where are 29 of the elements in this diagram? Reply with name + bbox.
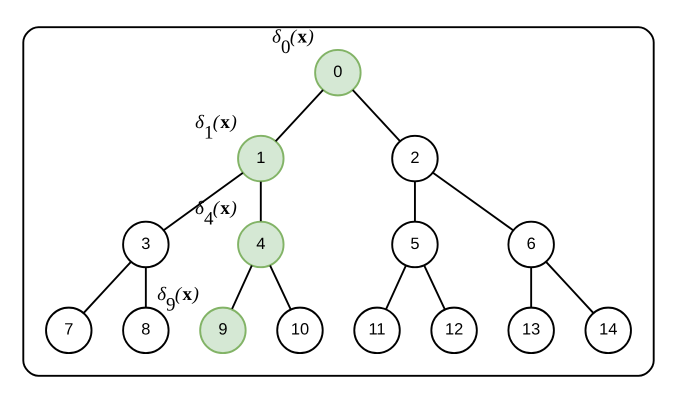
node-circle: 3 xyxy=(122,220,170,268)
node-circle: 4 xyxy=(237,220,284,268)
connector xyxy=(423,265,446,310)
connector xyxy=(274,89,324,142)
node-circle: 10 xyxy=(276,306,324,354)
connector xyxy=(432,172,514,232)
node-circle: 2 xyxy=(391,134,439,182)
node-circle: 5 xyxy=(391,220,439,268)
node-circle: 14 xyxy=(584,306,632,354)
cluster xyxy=(22,26,655,377)
connector xyxy=(260,182,262,222)
node-circle: 12 xyxy=(430,306,478,354)
connector xyxy=(144,268,147,308)
connector xyxy=(414,182,416,222)
connector xyxy=(385,265,407,310)
connector xyxy=(545,261,594,314)
node-circle: 1 xyxy=(237,134,284,182)
connector xyxy=(82,261,132,314)
connector xyxy=(231,265,253,310)
connector xyxy=(530,268,532,308)
node-circle: 13 xyxy=(507,306,555,354)
node-circle: 0 xyxy=(314,48,362,96)
node-circle: 11 xyxy=(353,306,401,354)
connector xyxy=(269,265,292,310)
connector xyxy=(163,172,244,232)
connector xyxy=(352,89,401,142)
node-circle: 9 xyxy=(199,306,247,354)
node-circle: 6 xyxy=(507,220,555,268)
node-circle: 7 xyxy=(45,306,92,354)
